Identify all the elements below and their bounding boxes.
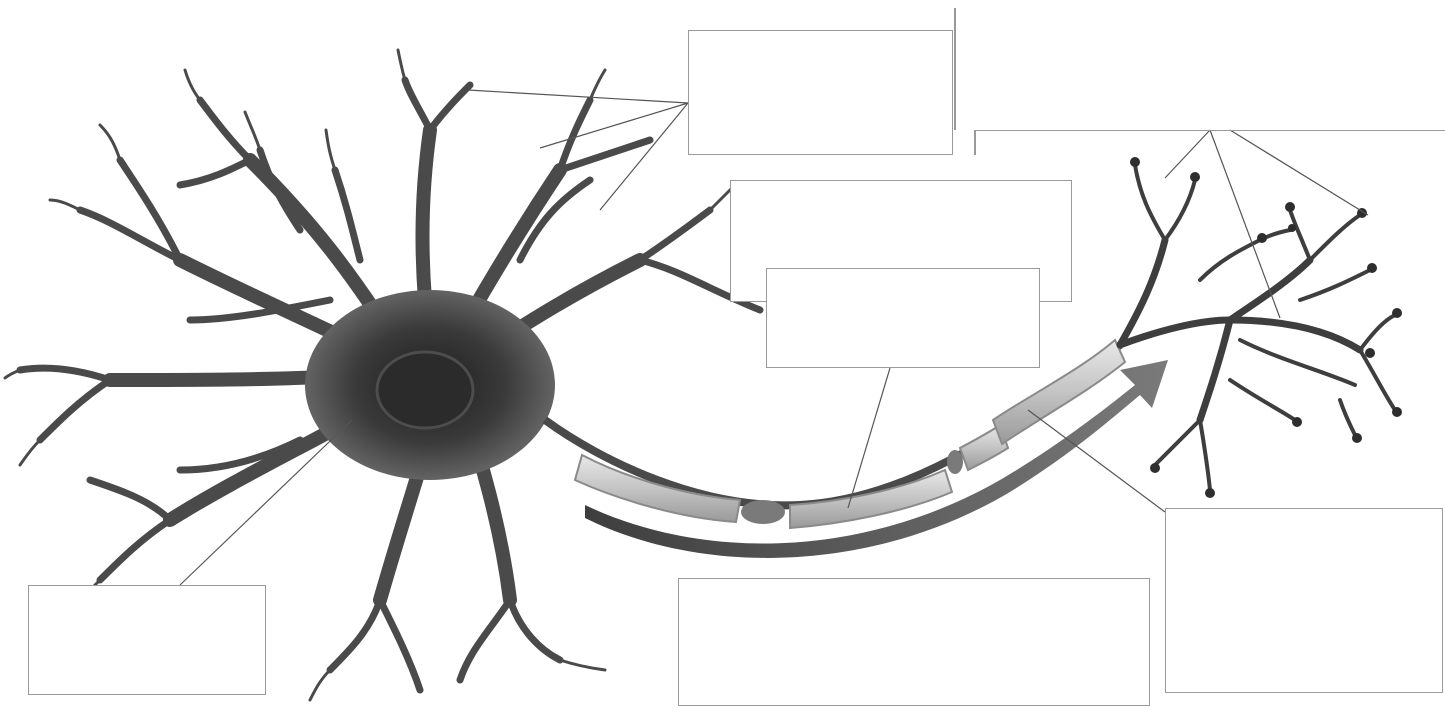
label-box-dendrites[interactable] <box>688 30 953 155</box>
label-box-myelin-sheath[interactable] <box>766 268 1040 368</box>
label-box-schwann-cell[interactable] <box>1165 508 1443 693</box>
nucleus <box>377 352 473 428</box>
label-box-axon[interactable] <box>678 578 1150 706</box>
label-box-cell-body[interactable] <box>28 585 266 695</box>
label-box-node-of-ranvier[interactable] <box>975 130 1445 131</box>
